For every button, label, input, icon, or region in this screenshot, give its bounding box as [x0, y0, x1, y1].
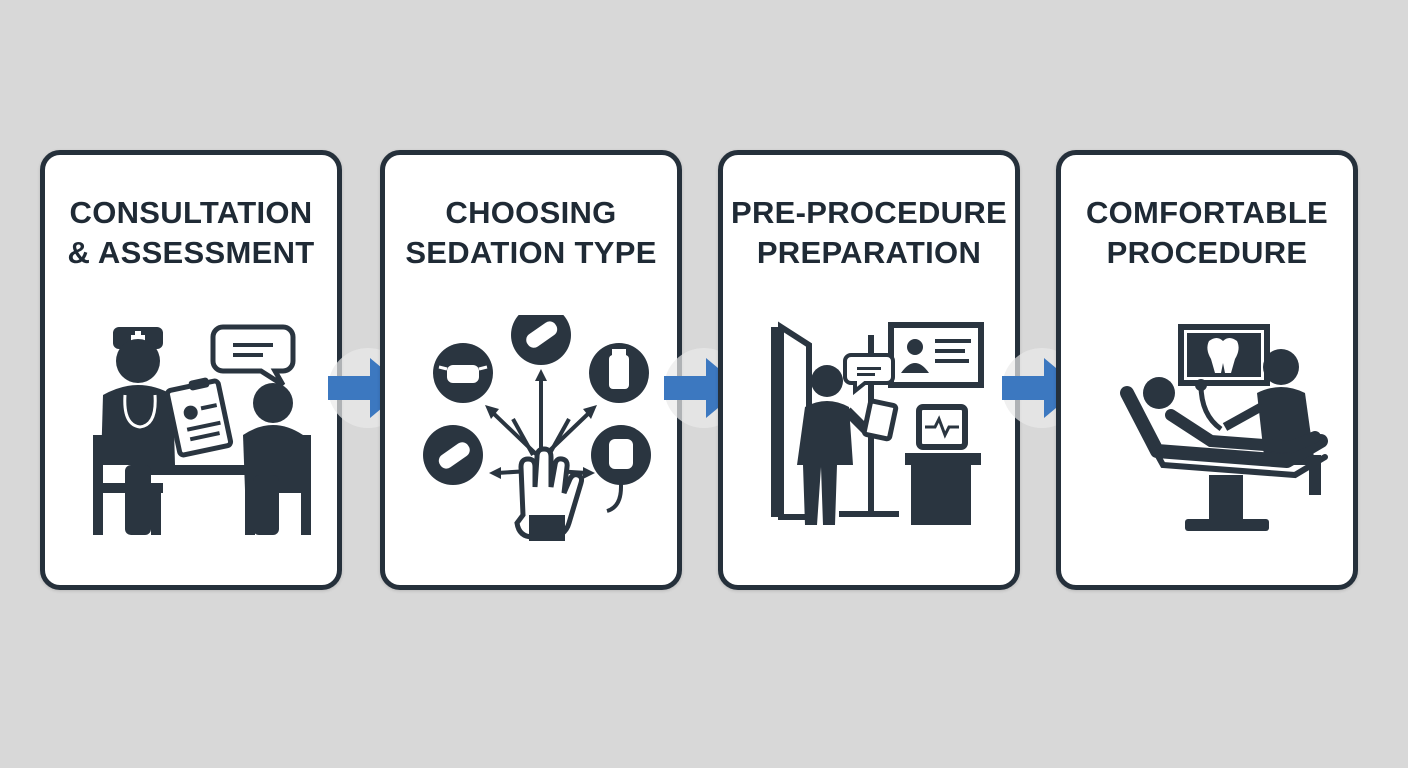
- step-title-line1: PRE-PROCEDURE: [730, 195, 1008, 230]
- sedation-options-icon: [423, 315, 651, 541]
- step-title: COMFORTABLE PROCEDURE: [1061, 193, 1353, 273]
- step-title-line1: COMFORTABLE: [1085, 195, 1329, 230]
- step-card-consultation: CONSULTATION & ASSESSMENT: [40, 150, 342, 590]
- step-card-preparation: PRE-PROCEDURE PREPARATION: [718, 150, 1020, 590]
- step-title: CHOOSING SEDATION TYPE: [385, 193, 677, 273]
- step-card-procedure: COMFORTABLE PROCEDURE: [1056, 150, 1358, 590]
- step-title: PRE-PROCEDURE PREPARATION: [723, 193, 1015, 273]
- step-title: CONSULTATION & ASSESSMENT: [45, 193, 337, 273]
- step-card-sedation-type: CHOOSING SEDATION TYPE: [380, 150, 682, 590]
- dental-procedure-icon: [1120, 324, 1328, 531]
- patient-preparation-icon: [771, 321, 984, 525]
- step-title-line2: PROCEDURE: [1106, 235, 1308, 270]
- step-title-line2: PREPARATION: [756, 235, 982, 270]
- doctor-patient-consultation-icon: [93, 324, 311, 535]
- step-title-line2: & ASSESSMENT: [67, 235, 315, 270]
- step-title-line2: SEDATION TYPE: [405, 235, 657, 270]
- step-title-line1: CONSULTATION: [69, 195, 313, 230]
- step-title-line1: CHOOSING: [445, 195, 617, 230]
